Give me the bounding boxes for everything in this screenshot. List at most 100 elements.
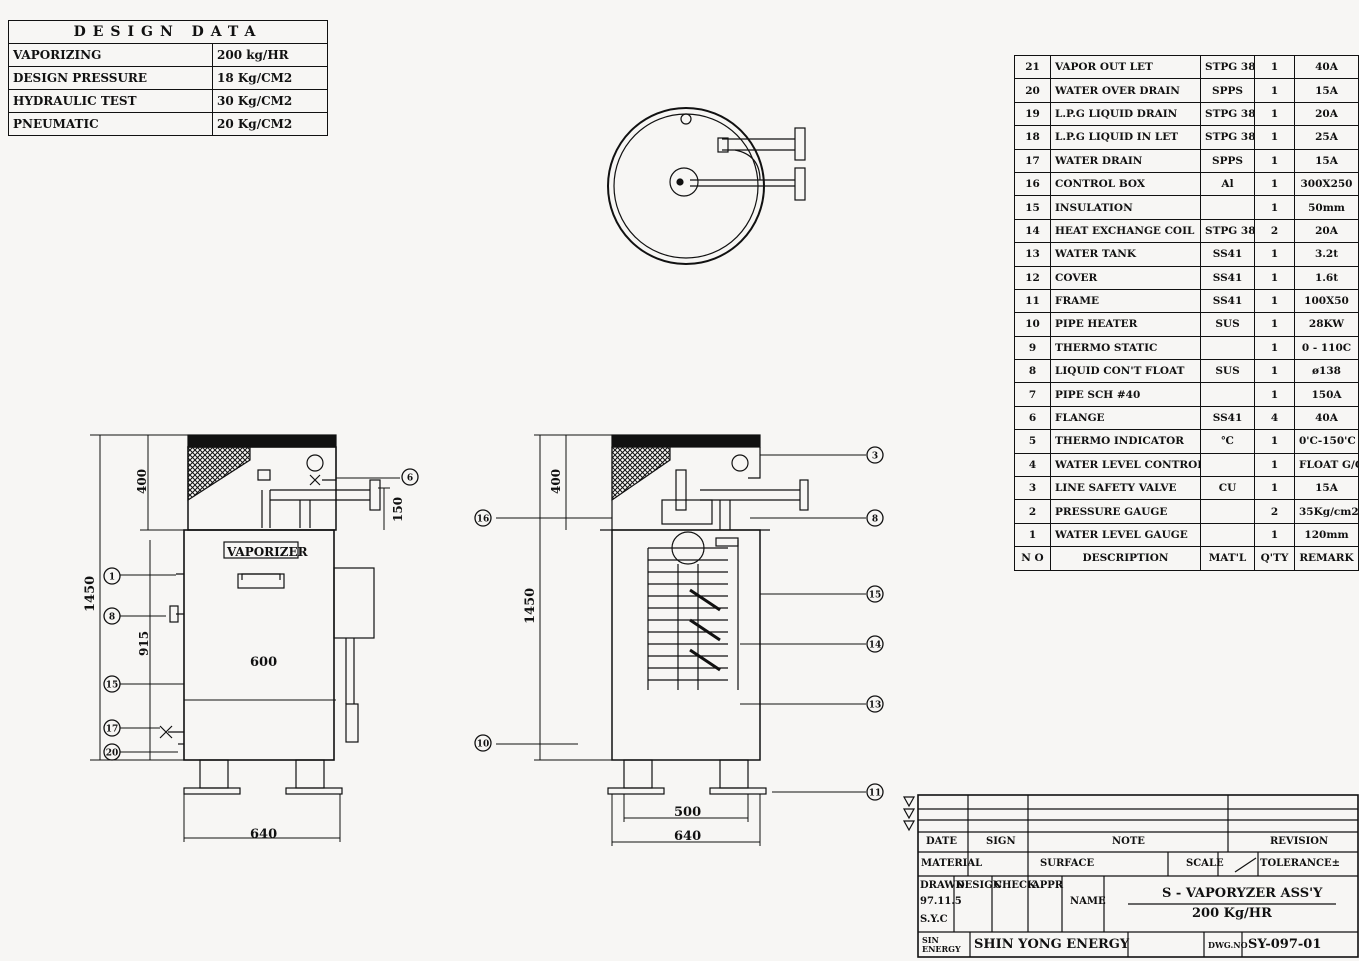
part-description: VAPOR OUT LET	[1050, 54, 1201, 80]
parts-header: DESCRIPTION	[1050, 546, 1201, 571]
tb-sign: SIGN	[986, 836, 1016, 847]
balloon-number: 11	[869, 789, 882, 799]
balloon-number: 8	[109, 613, 115, 623]
part-material: STPG 38	[1200, 218, 1255, 244]
balloon-number: 3	[872, 452, 878, 462]
title-block-lines	[902, 794, 1359, 958]
parts-header: REMARK	[1294, 546, 1359, 571]
part-no: 6	[1014, 405, 1051, 431]
balloon: 3	[866, 446, 884, 464]
part-no: 11	[1014, 288, 1051, 314]
tb-dwg-no-label: DWG.NO	[1208, 940, 1248, 950]
part-description: L.P.G LIQUID DRAIN	[1050, 101, 1201, 127]
section-view	[600, 434, 809, 795]
part-qty: 1	[1254, 312, 1295, 337]
balloon: 20	[103, 743, 121, 761]
front-view	[159, 434, 381, 795]
section-view-dimensions	[496, 434, 866, 846]
balloon-number: 20	[106, 749, 119, 759]
part-material	[1200, 195, 1255, 220]
balloon-number: 8	[872, 515, 878, 525]
part-description: LIQUID CON'T FLOAT	[1050, 359, 1201, 384]
dim-1450: 1450	[83, 576, 98, 612]
part-material: CU	[1200, 476, 1255, 501]
part-description: THERMO STATIC	[1050, 335, 1201, 361]
part-qty: 4	[1254, 405, 1295, 431]
part-material: SPPS	[1200, 148, 1255, 173]
part-remark: 35Kg/cm2	[1294, 499, 1359, 524]
balloon: 15	[866, 585, 884, 603]
part-remark: FLOAT G/G	[1294, 452, 1359, 478]
balloon-number: 6	[407, 474, 413, 484]
balloon: 1	[103, 567, 121, 585]
dim-915: 915	[137, 631, 151, 656]
tb-scale: SCALE	[1186, 858, 1224, 869]
part-remark: 300X250	[1294, 171, 1359, 197]
tb-drawn: DRAWN	[920, 880, 965, 891]
drawing-number: SY-097-01	[1248, 937, 1322, 952]
dim-400-section: 400	[549, 469, 563, 494]
tb-design: DESIGN	[956, 880, 1002, 891]
tb-surface: SURFACE	[1040, 858, 1095, 869]
balloon: 10	[474, 734, 492, 752]
part-remark: 40A	[1294, 54, 1359, 80]
part-description: THERMO INDICATOR	[1050, 429, 1201, 454]
part-description: LINE SAFETY VALVE	[1050, 476, 1201, 501]
part-no: 10	[1014, 312, 1051, 337]
part-remark: 150A	[1294, 382, 1359, 407]
part-qty: 1	[1254, 476, 1295, 501]
part-material	[1200, 499, 1255, 524]
part-qty: 1	[1254, 101, 1295, 127]
part-remark: 1.6t	[1294, 265, 1359, 290]
part-material: STPG 38	[1200, 101, 1255, 127]
part-qty: 1	[1254, 171, 1295, 197]
part-remark: 100X50	[1294, 288, 1359, 314]
part-remark: 120mm	[1294, 522, 1359, 548]
balloon: 11	[866, 783, 884, 801]
design-data-label: DESIGN PRESSURE	[8, 66, 213, 90]
dim-640-section: 640	[674, 829, 701, 844]
part-remark: 25A	[1294, 125, 1359, 150]
part-qty: 1	[1254, 265, 1295, 290]
balloon: 8	[103, 607, 121, 625]
part-material: SS41	[1200, 242, 1255, 267]
balloon-number: 10	[477, 740, 490, 750]
part-remark: 3.2t	[1294, 242, 1359, 267]
tb-note: NOTE	[1112, 836, 1145, 847]
balloon-number: 16	[477, 515, 490, 525]
part-material: SS41	[1200, 288, 1255, 314]
balloon-number: 15	[869, 591, 882, 601]
tb-drawn-date: 97.11.5	[920, 896, 962, 907]
top-view	[607, 107, 806, 265]
balloon-number: 14	[869, 641, 882, 651]
part-description: CONTROL BOX	[1050, 171, 1201, 197]
part-remark: ø138	[1294, 359, 1359, 384]
part-description: FRAME	[1050, 288, 1201, 314]
part-description: INSULATION	[1050, 195, 1201, 220]
part-qty: 1	[1254, 242, 1295, 267]
balloon: 16	[474, 509, 492, 527]
part-remark: 40A	[1294, 405, 1359, 431]
part-no: 9	[1014, 335, 1051, 361]
balloon: 8	[866, 509, 884, 527]
tb-drawn-by: S.Y.C	[920, 914, 948, 925]
design-data-value: 20 Kg/CM2	[212, 112, 328, 136]
